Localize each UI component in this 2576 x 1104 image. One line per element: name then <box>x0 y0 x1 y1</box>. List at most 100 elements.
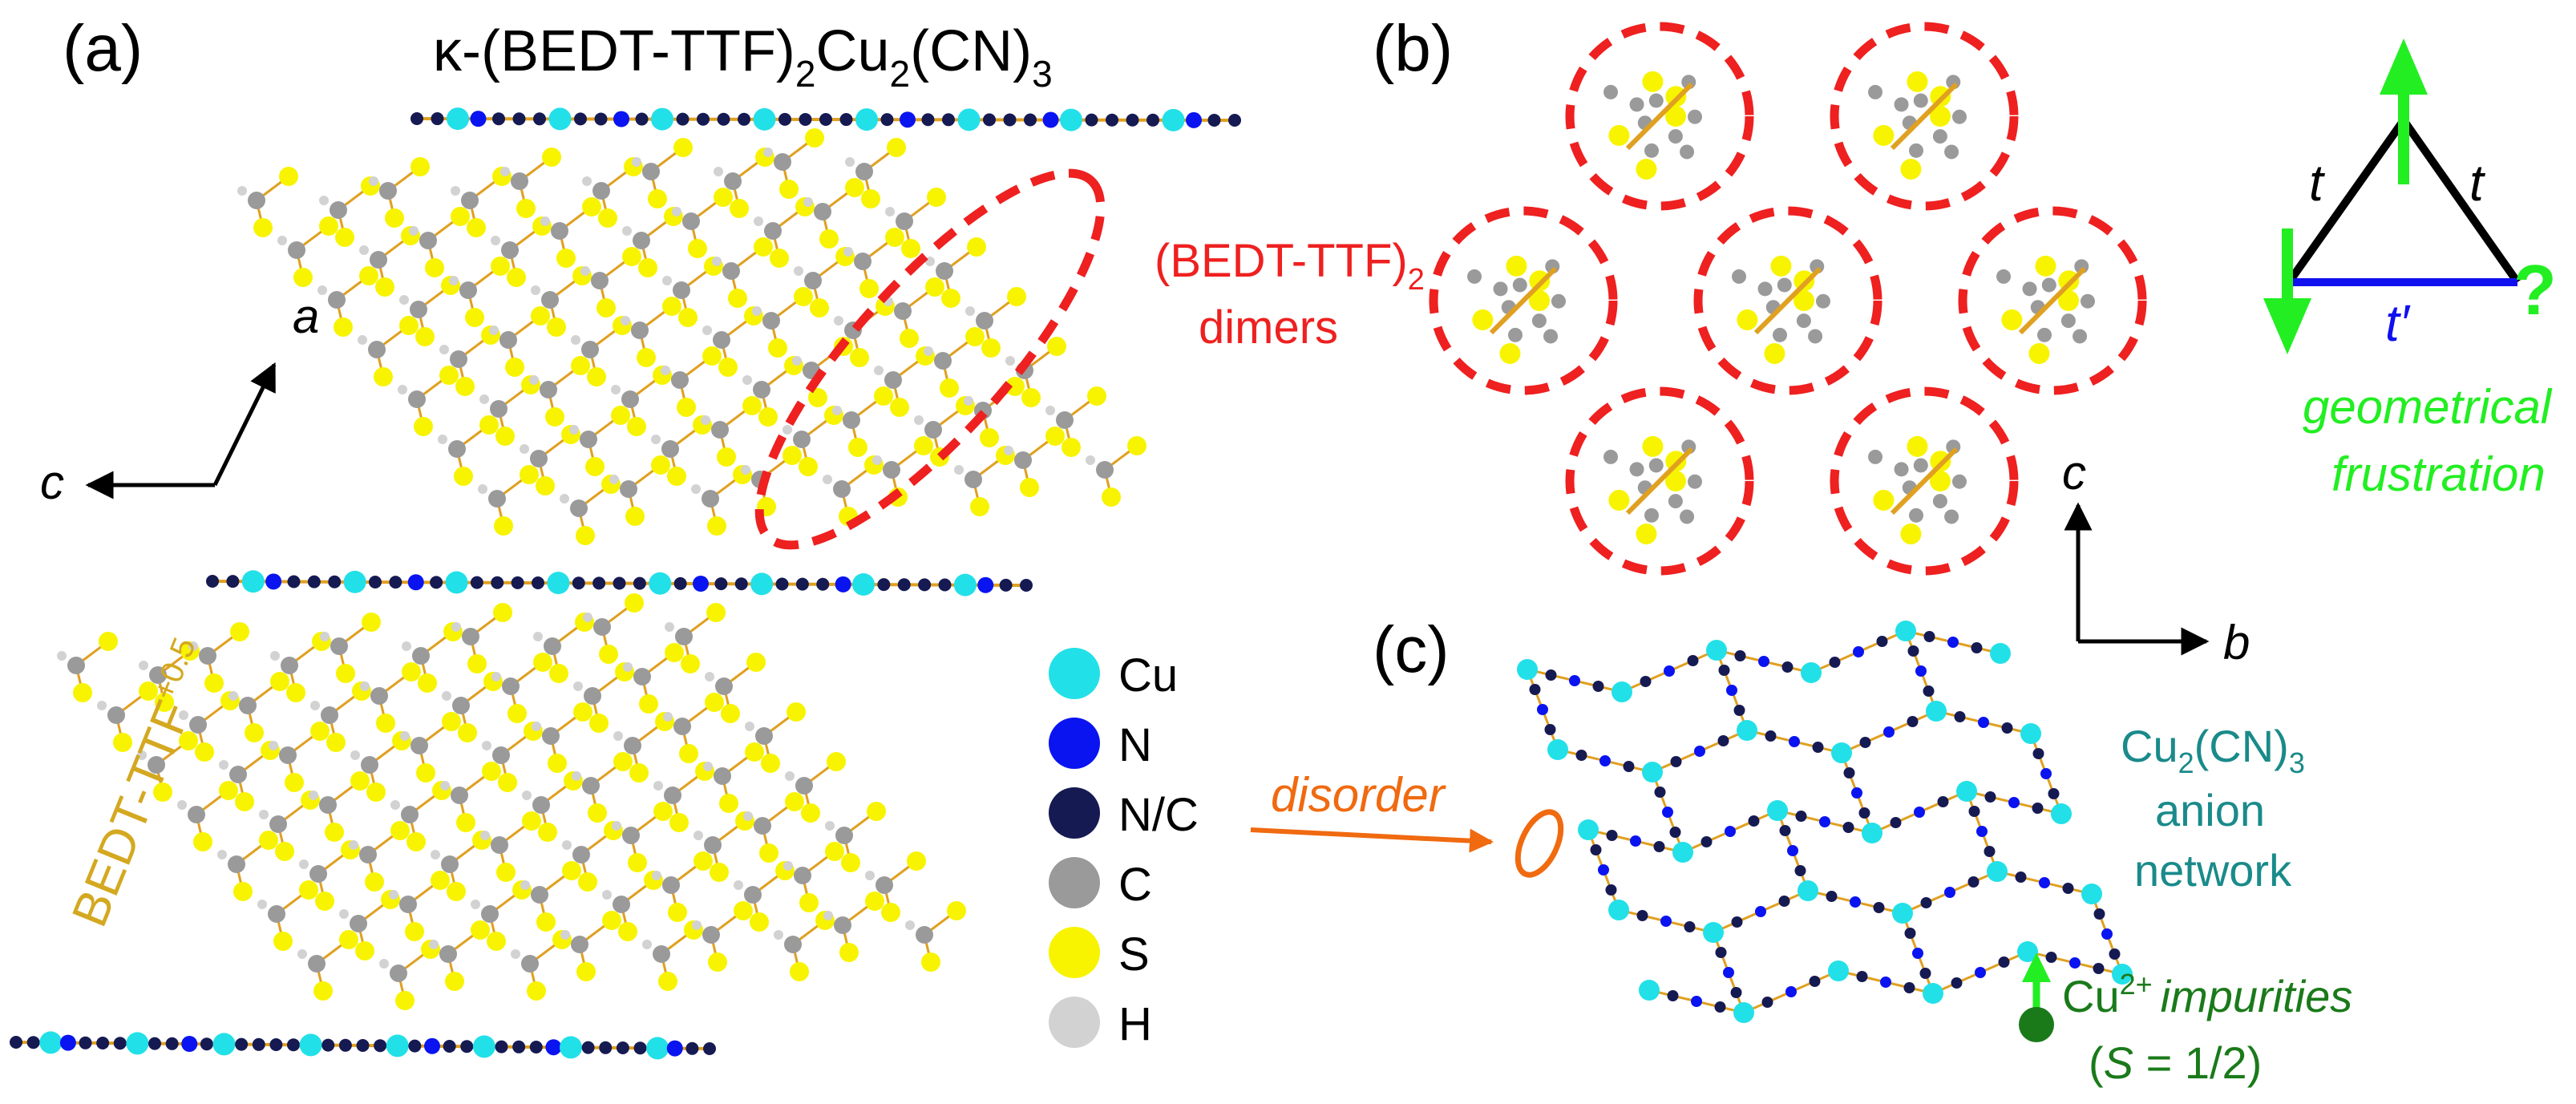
network-cu-atom <box>2051 803 2072 824</box>
network-cn-atom <box>2093 908 2105 920</box>
hydrogen-atom <box>571 335 580 345</box>
hydrogen-atom <box>692 920 702 930</box>
dimer-atom <box>1909 143 1924 158</box>
sulfur-atom <box>385 208 404 228</box>
chain-atom <box>287 1038 300 1052</box>
sulfur-atom <box>336 664 355 683</box>
dimer-atom <box>1996 269 2012 284</box>
carbon-atom <box>502 677 520 695</box>
hydrogen-atom <box>872 455 882 465</box>
network-cn-atom <box>1984 846 1996 857</box>
carbon-atom <box>793 431 811 448</box>
sulfur-atom <box>445 972 464 991</box>
carbon-atom <box>521 955 539 973</box>
dimer-atom <box>1608 124 1630 146</box>
hydrogen-atom <box>389 890 398 900</box>
carbon-atom <box>702 926 720 944</box>
network-cn-atom <box>1976 826 1988 837</box>
sulfur-atom <box>496 863 516 882</box>
sulfur-atom <box>547 317 566 337</box>
chain-atom <box>938 578 952 592</box>
dimer-circle <box>1693 206 1882 395</box>
sulfur-atom <box>406 832 426 851</box>
hydrogen-atom <box>440 781 450 791</box>
hydrogen-atom <box>349 840 358 850</box>
chain-atom <box>750 572 774 596</box>
hydrogen-atom <box>339 909 349 919</box>
sulfur-atom <box>578 872 597 892</box>
network-cn-atom <box>1545 669 1557 681</box>
dimer-atom <box>1608 489 1630 511</box>
carbon-atom <box>188 806 205 823</box>
chain-atom <box>321 1038 335 1052</box>
network-cn-atom <box>1856 971 1868 982</box>
network-cn-atom <box>1731 916 1743 928</box>
hydrogen-atom <box>609 475 619 484</box>
carbon-atom <box>330 637 348 655</box>
carbon-atom <box>379 182 397 200</box>
carbon-atom <box>288 241 305 259</box>
sulfur-atom <box>629 763 649 783</box>
carbon-atom <box>976 312 993 330</box>
carbon-atom <box>653 945 670 963</box>
network-cn-atom <box>1575 750 1587 761</box>
dimer-atom <box>2001 309 2023 330</box>
network-cn-atom <box>1883 726 1895 738</box>
sulfur-atom <box>742 396 762 415</box>
network-cn-atom <box>1859 737 1871 748</box>
sulfur-atom <box>139 681 158 701</box>
carbon-atom <box>461 192 479 209</box>
network-cn-atom <box>1858 807 1870 819</box>
chain-atom <box>369 576 382 588</box>
dimer-atom <box>1529 290 1550 311</box>
hydrogen-atom <box>612 821 621 831</box>
chain-atom <box>613 576 626 590</box>
sulfur-atom <box>573 702 592 722</box>
hydrogen-atom <box>399 295 409 305</box>
sulfur-atom <box>730 199 749 218</box>
hydrogen-atom <box>702 326 712 335</box>
carbon-atom <box>620 480 637 498</box>
sulfur-atom <box>491 257 510 276</box>
network-cn-atom <box>1667 990 1679 1001</box>
carbon-atom <box>532 796 550 814</box>
network-cn-atom <box>1529 684 1541 695</box>
sulfur-atom <box>794 287 813 306</box>
sulfur-atom <box>458 723 477 742</box>
sulfur-atom <box>99 632 118 651</box>
sulfur-atom <box>359 266 378 285</box>
sulfur-atom <box>719 794 738 813</box>
sulfur-atom <box>861 189 880 208</box>
question-mark: ? <box>2513 250 2557 330</box>
network-cn-atom <box>1718 665 1730 676</box>
sulfur-atom <box>881 903 900 922</box>
sulfur-atom <box>611 406 630 425</box>
hydrogen-atom <box>572 771 581 781</box>
carbon-atom <box>268 905 285 923</box>
network-cn-atom <box>1723 967 1734 978</box>
carbon-atom <box>704 836 722 854</box>
dimer-atom <box>1944 509 1959 524</box>
hydrogen-atom <box>924 346 933 356</box>
network-cn-atom <box>1826 891 1838 902</box>
hydrogen-atom <box>491 236 500 245</box>
hydrogen-atom <box>885 207 895 216</box>
sulfur-atom <box>678 308 698 327</box>
hydrogen-atom <box>622 226 632 236</box>
hydrogen-atom <box>562 840 572 850</box>
chain-atom <box>328 575 342 588</box>
carbon-atom <box>228 855 245 873</box>
triangle-t-left: t <box>2309 154 2325 212</box>
carbon-atom <box>964 471 982 488</box>
dimer-label-line2: dimers <box>1199 301 1338 354</box>
dimer-atom <box>2060 313 2076 329</box>
network-cn-atom <box>1700 836 1713 847</box>
sulfur-atom <box>728 289 747 308</box>
sulfur-atom <box>1045 427 1065 446</box>
carbon-atom <box>916 926 933 944</box>
sulfur-atom <box>482 762 501 781</box>
sulfur-atom <box>375 277 394 297</box>
dimer-atom <box>1644 508 1660 523</box>
hydrogen-atom <box>137 750 147 760</box>
network-cu-atom <box>1547 739 1568 760</box>
